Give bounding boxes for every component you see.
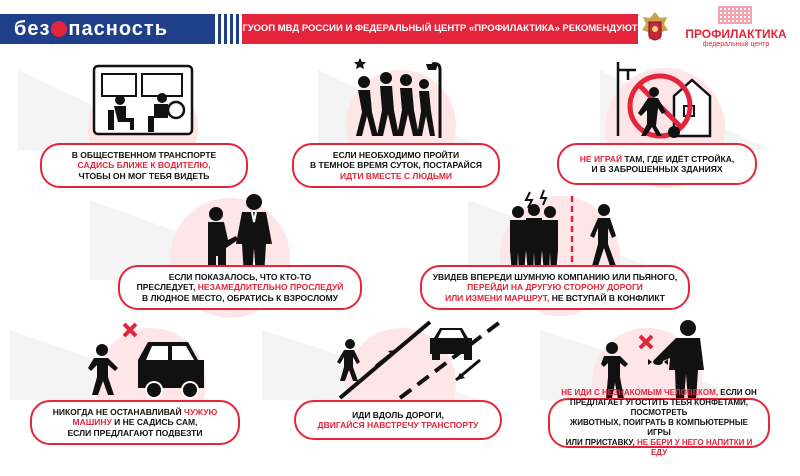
bus-driver-icon bbox=[92, 64, 194, 136]
profilaktika-logo-icon bbox=[718, 6, 752, 24]
tip-caption: Иди вдоль дороги, двигайся навстречу тра… bbox=[294, 400, 502, 440]
avoid-noisy-group-icon bbox=[510, 189, 616, 274]
logo-title: ПРОФИЛАКТИКА bbox=[685, 27, 787, 41]
walk-facing-traffic-icon bbox=[337, 320, 502, 400]
logo-subtitle: федеральный центр bbox=[702, 41, 770, 48]
approach-adult-icon bbox=[208, 194, 272, 276]
no-stopping-car-icon bbox=[88, 322, 204, 399]
refuse-stranger-icon bbox=[601, 320, 704, 400]
banner-title: ГУООП МВД РОССИИ И ФЕДЕРАЛЬНЫЙ ЦЕНТР «ПР… bbox=[242, 14, 638, 44]
tip-caption: Увидев впереди шумную компанию или пьяно… bbox=[420, 265, 690, 310]
tip-caption: Если показалось, что кто-то преследует, … bbox=[118, 265, 362, 310]
mvd-emblem-icon bbox=[642, 12, 668, 41]
tip-caption: Не играй там, где идёт стройка, и в забр… bbox=[557, 143, 757, 185]
tip-caption: Если необходимо пройти в темное время су… bbox=[292, 143, 500, 188]
group-walking-night-icon bbox=[354, 58, 442, 138]
tip-caption: Никогда не останавливай чужую машину и н… bbox=[30, 400, 240, 445]
tip-caption: Не иди с незнакомым человеком, если он п… bbox=[548, 388, 770, 457]
tip-caption: В общественном транспорте садись ближе к… bbox=[40, 143, 248, 188]
brand-o-icon bbox=[51, 21, 68, 37]
no-construction-play-icon bbox=[616, 62, 712, 139]
brand-stripes bbox=[212, 14, 242, 44]
